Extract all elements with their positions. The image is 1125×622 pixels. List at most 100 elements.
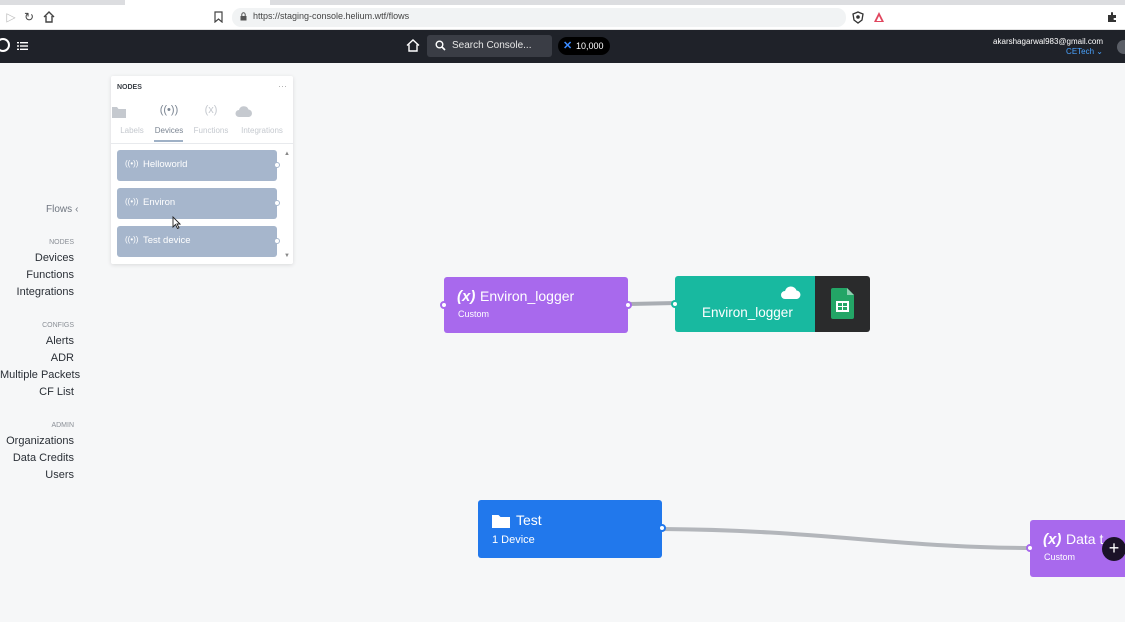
sidebar-heading-admin: ADMIN: [51, 422, 74, 429]
tab-integrations[interactable]: Integrations: [235, 104, 289, 138]
flows-collapse-link[interactable]: Flows‹: [46, 204, 78, 215]
sidebar-item-users[interactable]: Users: [45, 469, 74, 481]
label-node-name: Test: [516, 512, 542, 528]
sidebar-heading-nodes: NODES: [49, 239, 74, 246]
url-text: https://staging-console.helium.wtf/flows: [253, 11, 410, 21]
input-port[interactable]: [1026, 544, 1034, 552]
user-email[interactable]: akarshagarwal983@gmail.com: [993, 37, 1103, 46]
device-card-test-device[interactable]: ((•)) Test device: [117, 226, 280, 257]
device-port[interactable]: [274, 238, 280, 244]
flows-label: Flows: [46, 204, 73, 215]
search-console-input[interactable]: Search Console...: [427, 35, 552, 57]
avatar[interactable]: [1117, 40, 1125, 54]
search-placeholder: Search Console...: [452, 40, 532, 51]
edge-label-to-function: [661, 527, 1032, 550]
search-icon: [435, 40, 446, 51]
data-credits-badge[interactable]: ✕ 10,000: [558, 37, 610, 55]
tab-functions[interactable]: (x) Functions: [190, 104, 232, 138]
integration-node-body: Environ_logger: [675, 276, 815, 332]
app-header: Search Console... ✕ 10,000 akarshagarwal…: [0, 30, 1125, 63]
integration-node-environ-logger[interactable]: Environ_logger: [675, 276, 870, 332]
helium-logo-icon[interactable]: [0, 38, 10, 52]
integration-input-port[interactable]: [671, 300, 679, 308]
brave-shield-icon[interactable]: [852, 11, 864, 24]
tab-integrations-label: Integrations: [241, 126, 283, 135]
chevron-left-icon: ‹: [75, 204, 79, 215]
function-node-type: Custom: [1044, 552, 1076, 562]
home-icon[interactable]: [406, 39, 420, 52]
bookmark-icon[interactable]: [214, 11, 223, 23]
menu-icon[interactable]: [17, 41, 28, 51]
active-browser-tab[interactable]: [125, 0, 270, 5]
lock-icon: [240, 12, 247, 21]
output-port[interactable]: [658, 524, 666, 532]
tab-devices-label: Devices: [154, 126, 184, 135]
edge-function-to-integration: [626, 301, 677, 306]
sidebar-heading-configs: CONFIGS: [42, 322, 74, 329]
sidebar-item-multiple-packets[interactable]: Multiple Packets: [0, 369, 81, 381]
sidebar-item-devices[interactable]: Devices: [34, 252, 74, 264]
org-switcher[interactable]: CETech ⌄: [1066, 47, 1103, 56]
function-node-environ-logger[interactable]: (x) Environ_logger Custom: [440, 277, 632, 333]
antenna-icon: ((•)): [125, 235, 139, 244]
google-sheets-icon: [831, 288, 854, 319]
sidebar-item-organizations[interactable]: Organizations: [6, 435, 74, 447]
helium-x-icon: ✕: [563, 40, 573, 52]
antenna-icon: ((•)): [159, 104, 179, 116]
brave-rewards-icon[interactable]: [873, 11, 885, 23]
sidebar-item-functions[interactable]: Functions: [26, 269, 74, 281]
device-name: Test device: [143, 235, 191, 246]
label-node-test[interactable]: Test 1 Device: [478, 500, 666, 558]
cloud-icon: [235, 106, 252, 117]
sidebar-item-data-credits[interactable]: Data Credits: [12, 452, 74, 464]
reload-icon[interactable]: ↻: [23, 10, 35, 24]
sidebar-item-cf-list[interactable]: CF List: [39, 386, 74, 398]
function-node-name: Environ_logger: [480, 288, 575, 304]
credits-value: 10,000: [576, 41, 604, 51]
scroll-down-icon[interactable]: ▼: [284, 253, 290, 259]
integration-node-name: Environ_logger: [702, 305, 793, 320]
device-card-helloworld[interactable]: ((•)) Helloworld: [117, 150, 280, 181]
cloud-icon: [781, 286, 801, 299]
integration-logo-area: [815, 276, 870, 332]
panel-scrollbar[interactable]: ▲ ▼: [284, 151, 290, 261]
tab-labels[interactable]: Labels: [111, 104, 153, 138]
device-port[interactable]: [274, 162, 280, 168]
add-node-button[interactable]: +: [1102, 537, 1125, 561]
function-icon: (x): [1043, 531, 1062, 548]
home-browser-icon[interactable]: [42, 10, 56, 24]
function-node-name: Data t: [1066, 531, 1104, 547]
sidebar-item-integrations[interactable]: Integrations: [16, 286, 74, 298]
cursor-icon: [172, 216, 181, 229]
org-name: CETech: [1066, 47, 1095, 56]
tab-functions-label: Functions: [193, 126, 229, 135]
antenna-icon: ((•)): [125, 197, 139, 206]
device-card-environ[interactable]: ((•)) Environ: [117, 188, 280, 219]
address-bar[interactable]: https://staging-console.helium.wtf/flows: [232, 8, 846, 27]
extensions-icon[interactable]: [1106, 11, 1118, 23]
nodes-panel-title: NODES: [117, 84, 142, 91]
folder-icon: [492, 515, 510, 528]
sidebar-item-adr[interactable]: ADR: [50, 352, 74, 364]
folder-icon: [112, 107, 126, 118]
function-icon: (x): [204, 104, 218, 116]
output-port[interactable]: [624, 301, 632, 309]
tab-devices[interactable]: ((•)) Devices: [148, 104, 190, 138]
sidebar-item-alerts[interactable]: Alerts: [45, 335, 74, 347]
input-port[interactable]: [440, 301, 448, 309]
more-icon[interactable]: ···: [278, 81, 287, 91]
divider: [111, 143, 293, 144]
device-port[interactable]: [274, 200, 280, 206]
function-icon: (x): [457, 288, 476, 305]
forward-icon[interactable]: ▷: [6, 10, 16, 24]
browser-tab-strip: [0, 0, 1125, 5]
browser-toolbar: ▷ ↻ https://staging-console.helium.wtf/f…: [0, 5, 1125, 30]
device-name: Helloworld: [143, 159, 188, 170]
nodes-panel: NODES ··· Labels ((•)) Devices (x) Funct…: [111, 76, 293, 264]
scroll-up-icon[interactable]: ▲: [284, 151, 290, 157]
device-name: Environ: [143, 197, 176, 208]
antenna-icon: ((•)): [125, 159, 139, 168]
function-node-type: Custom: [458, 309, 490, 319]
active-tab-indicator: [154, 140, 183, 142]
